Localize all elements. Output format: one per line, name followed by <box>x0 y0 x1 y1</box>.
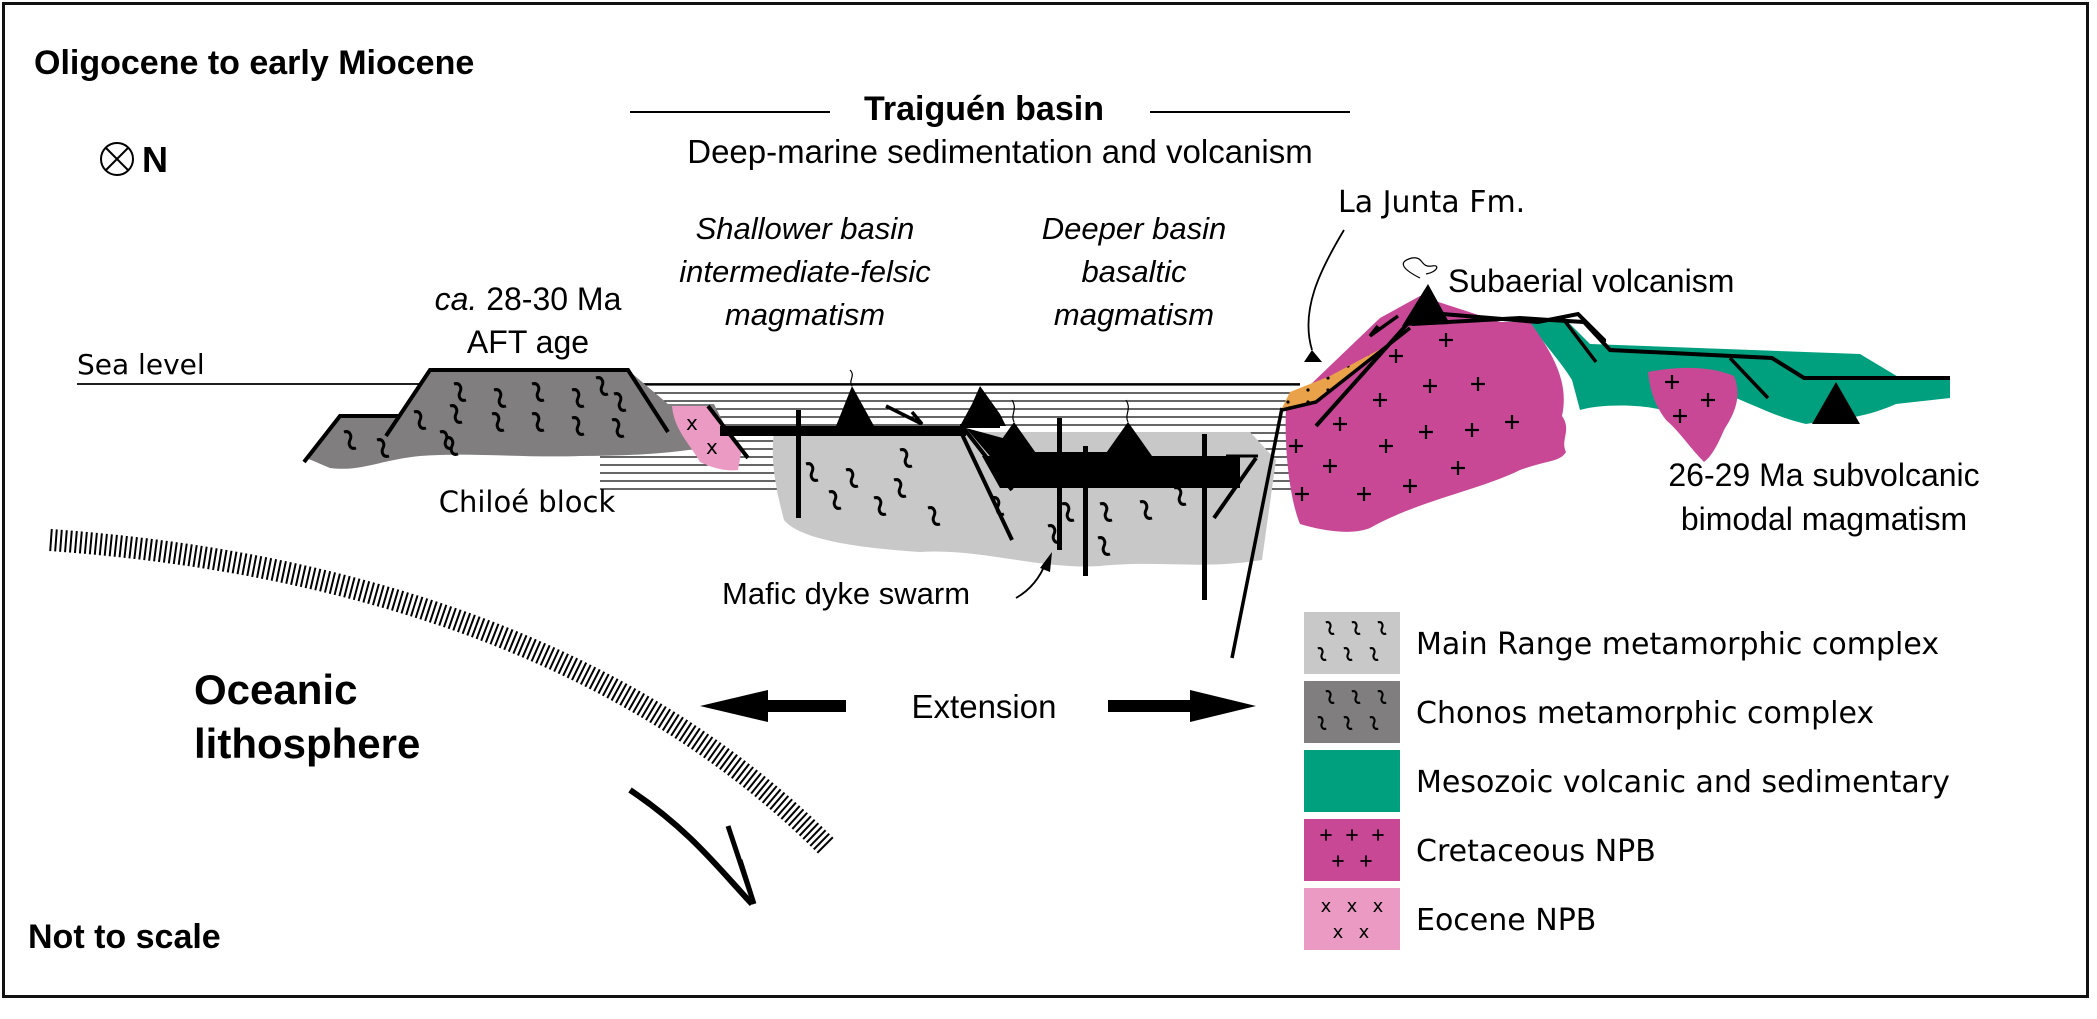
svg-text:x: x <box>1333 922 1344 943</box>
ash-plume-icon <box>1402 257 1438 279</box>
legend-item: Chonos metamorphic complex <box>1304 681 1874 743</box>
subvolcanic-npb-body <box>1648 367 1738 462</box>
into-page-icon <box>100 142 134 176</box>
legend-label: Cretaceous NPB <box>1416 834 1656 869</box>
mesozoic-volcano <box>1812 382 1860 424</box>
svg-text:x: x <box>1373 896 1384 917</box>
sea-level-label: Sea level <box>77 348 205 381</box>
aft-age-line2: AFT age <box>467 324 589 360</box>
legend-item: Main Range metamorphic complex <box>1304 612 1939 674</box>
arrow-left-icon <box>700 690 768 722</box>
figure-frame <box>2 2 2089 998</box>
chonos-block <box>306 370 732 469</box>
eocene-x-mark: x <box>686 411 698 435</box>
svg-text:26-29 Ma subvolcanic: 26-29 Ma subvolcanic <box>1668 457 1979 493</box>
subvolcanic-label: 26-29 Ma subvolcanic bimodal magmatism <box>1668 457 1979 537</box>
legend-swatch <box>1304 888 1400 950</box>
svg-text:x: x <box>1321 896 1332 917</box>
figure-title: Oligocene to early Miocene <box>34 44 474 82</box>
eocene-x-mark: x <box>706 435 718 459</box>
svg-text:magmatism: magmatism <box>725 297 885 332</box>
north-indicator: N <box>100 139 168 180</box>
deep-basin-volcano-2 <box>1104 422 1152 456</box>
shallow-basin-lava-layer <box>720 426 966 436</box>
svg-text:basaltic: basaltic <box>1081 254 1187 289</box>
svg-text:Deeper basin: Deeper basin <box>1042 211 1226 246</box>
la-junta-label: La Junta Fm. <box>1338 185 1525 220</box>
basin-fault-east <box>1212 456 1258 520</box>
basin-name: Traiguén basin <box>864 90 1104 128</box>
svg-text:Oceanic: Oceanic <box>194 666 357 713</box>
subaerial-volcanism-label: Subaerial volcanism <box>1448 263 1734 299</box>
mafic-dyke-label: Mafic dyke swarm <box>722 576 970 611</box>
deeper-basin-label: Deeper basin basaltic magmatism <box>1042 211 1226 332</box>
subaerial-volcano <box>1402 284 1450 326</box>
aft-age-line1: ca. 28-30 Ma <box>435 281 622 317</box>
legend-label: Mesozoic volcanic and sedimentary <box>1416 765 1950 800</box>
legend-item: Cretaceous NPB <box>1304 819 1656 881</box>
svg-text:bimodal magmatism: bimodal magmatism <box>1681 501 1967 537</box>
legend-item: Mesozoic volcanic and sedimentary <box>1304 750 1950 812</box>
cretaceous-npb-body <box>1285 296 1567 532</box>
legend-label: Main Range metamorphic complex <box>1416 627 1939 662</box>
eocene-npb-body <box>672 406 742 471</box>
svg-text:intermediate-felsic: intermediate-felsic <box>679 254 931 289</box>
deep-basin-lava-layer <box>982 456 1240 488</box>
mesozoic-unit <box>1530 322 1950 424</box>
svg-text:magmatism: magmatism <box>1054 297 1214 332</box>
shallow-basin-label: Shallower basin intermediate-felsic magm… <box>679 211 931 332</box>
master-normal-fault <box>1230 407 1284 659</box>
arrow-right-icon <box>1190 690 1256 722</box>
subduction-arrow <box>628 787 755 907</box>
extension-indicator: Extension <box>700 688 1256 725</box>
subducting-slab <box>49 529 834 854</box>
basin-fault <box>958 429 1014 541</box>
legend-swatch <box>1304 750 1400 812</box>
chiloe-block-label: Chiloé block <box>439 485 616 519</box>
basin-subtitle: Deep-marine sedimentation and volcanism <box>687 133 1313 170</box>
la-junta-formation <box>1282 330 1410 408</box>
shallow-basin-volcano <box>836 386 874 426</box>
svg-text:x: x <box>1347 896 1358 917</box>
mafic-dykes <box>796 410 1207 600</box>
north-label: N <box>142 139 168 180</box>
svg-text:lithosphere: lithosphere <box>194 720 420 767</box>
legend-swatch <box>1304 819 1400 881</box>
deep-basin-volcano-1 <box>990 422 1038 456</box>
oceanic-lithosphere-label: Oceanic lithosphere <box>194 666 420 767</box>
svg-text:x: x <box>1359 922 1370 943</box>
not-to-scale-label: Not to scale <box>28 918 221 956</box>
extension-label: Extension <box>912 688 1057 725</box>
svg-text:Shallower basin: Shallower basin <box>696 211 915 246</box>
legend-label: Chonos metamorphic complex <box>1416 696 1874 731</box>
legend-label: Eocene NPB <box>1416 903 1596 938</box>
